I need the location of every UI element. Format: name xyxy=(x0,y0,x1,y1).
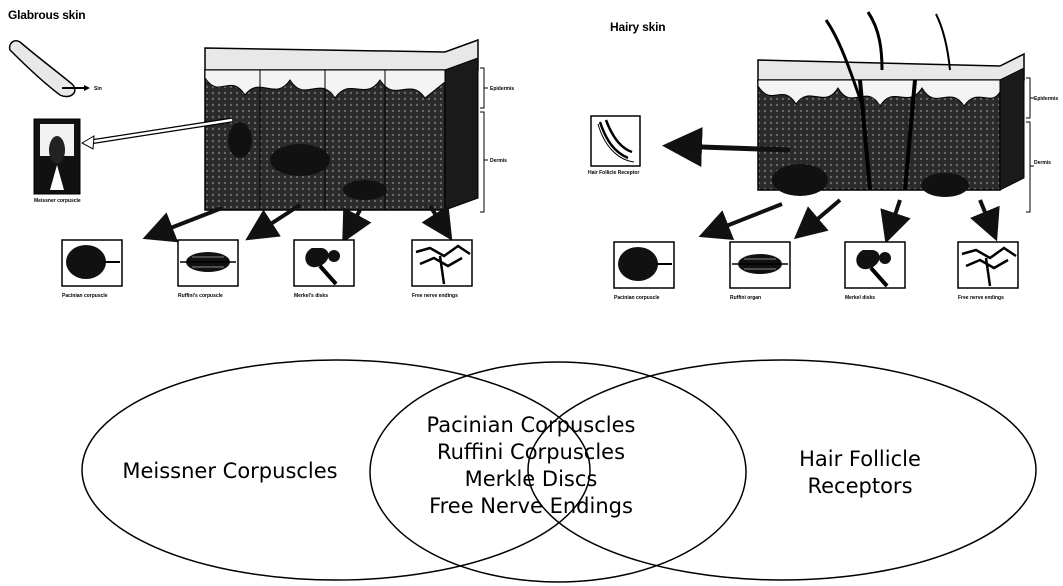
venn-center-line-3: Merkle Discs xyxy=(464,467,598,491)
hairy-arrow-2 xyxy=(793,198,842,240)
hairy-receptor-label-3: Merkel disks xyxy=(845,295,876,301)
hairy-free-nerve-image xyxy=(957,241,1019,289)
hairy-receptor-label-1: Pacinian corpuscle xyxy=(614,295,660,301)
dermis-bracket xyxy=(480,111,488,213)
venn-middle-ellipse xyxy=(369,361,747,583)
glabrous-free-nerve-image xyxy=(411,239,473,287)
venn-left-line-1: Meissner Corpuscles xyxy=(122,459,338,483)
hairy-arrow-3 xyxy=(880,199,911,244)
venn-right-line-1: Hair Follicle xyxy=(799,447,921,471)
venn-center-line-4: Free Nerve Endings xyxy=(429,494,633,518)
hairy-skin-block xyxy=(757,52,1025,197)
hairy-arrow-1 xyxy=(698,202,783,241)
venn-left-label: Meissner Corpuscles xyxy=(100,458,360,485)
glabrous-receptor-label-3: Merkel's disks xyxy=(294,293,328,299)
glabrous-arrow-1 xyxy=(142,206,223,243)
hairy-title: Hairy skin xyxy=(610,20,666,34)
glabrous-merkel-image xyxy=(293,239,355,287)
glabrous-arrow-2 xyxy=(245,203,302,241)
hairy-receptor-label-4: Free nerve endings xyxy=(958,295,1004,301)
venn-center-label: Pacinian Corpuscles Ruffini Corpuscles M… xyxy=(400,412,662,520)
finger-icon xyxy=(8,39,90,98)
hairy-dermis-bracket xyxy=(1026,121,1034,213)
hairy-merkel-image xyxy=(844,241,906,289)
glabrous-title: Glabrous skin xyxy=(8,8,86,22)
venn-center-line-2: Ruffini Corpuscles xyxy=(436,440,626,464)
meissner-label: Meissner corpuscle xyxy=(34,198,81,204)
glabrous-pacinian-image xyxy=(61,239,123,287)
venn-right-ellipse xyxy=(527,359,1037,581)
venn-right-label: Hair Follicle Receptors xyxy=(760,446,960,500)
glabrous-arrow-3 xyxy=(342,207,372,244)
venn-left-ellipse xyxy=(81,359,591,581)
epidermis-bracket xyxy=(480,67,488,109)
hairy-arrow-4 xyxy=(970,199,1000,242)
glabrous-ruffini-image xyxy=(177,239,239,287)
hair-follicle-label: Hair Follicle Receptor xyxy=(588,170,640,176)
hairy-dermis-label: Dermis xyxy=(1034,160,1051,166)
glabrous-dermis-label: Dermis xyxy=(490,158,507,164)
hair-strands xyxy=(824,11,951,111)
glabrous-skin-block xyxy=(204,38,479,211)
glabrous-receptor-label-1: Pacinian corpuscle xyxy=(62,293,108,299)
finger-label: Sin xyxy=(94,86,102,92)
hairy-receptor-label-2: Ruffini organ xyxy=(730,295,762,301)
glabrous-arrow-4 xyxy=(421,204,453,241)
hairy-pacinian-image xyxy=(613,241,675,289)
venn-right-line-2: Receptors xyxy=(807,474,913,498)
glabrous-receptor-label-4: Free nerve endings xyxy=(412,293,458,299)
glabrous-receptor-label-2: Ruffini's corpuscle xyxy=(178,293,223,299)
hair-follicle-callout-image xyxy=(590,115,641,167)
venn-center-line-1: Pacinian Corpuscles xyxy=(426,413,636,437)
hairy-ruffini-image xyxy=(729,241,791,289)
hairy-epidermis-label: Epidermis xyxy=(1034,96,1059,102)
glabrous-epidermis-label: Epidermis xyxy=(490,86,515,92)
hairy-epidermis-bracket xyxy=(1026,77,1034,119)
hair-follicle-arrow xyxy=(662,127,791,168)
meissner-callout-image xyxy=(33,118,81,195)
